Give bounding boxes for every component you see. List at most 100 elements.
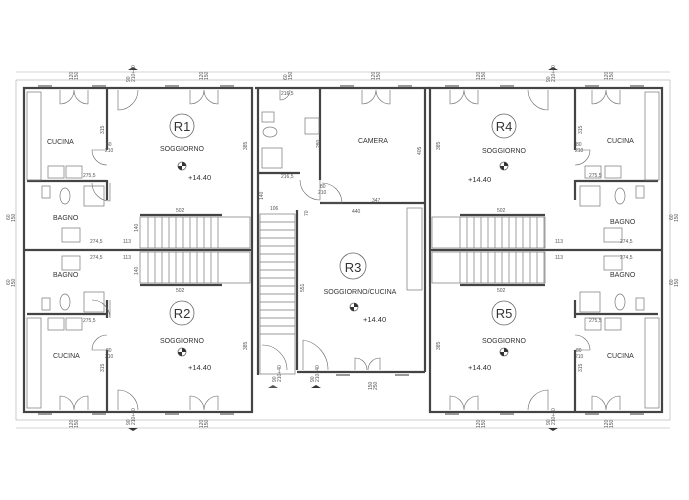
dim-entry-h-r4: 210+40 — [551, 65, 557, 82]
dim-win-h-r1b: 150 — [204, 71, 210, 80]
dim-2745-r4: 274,5 — [620, 239, 633, 245]
unit-label-r2: R2 — [174, 306, 191, 321]
dim-280: 280 — [316, 139, 322, 148]
dim-140-center: 140 — [259, 191, 265, 200]
dim-door-center: 80 — [320, 184, 326, 190]
dim-win-r4a: 120 — [476, 71, 482, 80]
dim-win-h-r3: 250 — [373, 381, 379, 390]
dim-win-r4b: 120 — [604, 71, 610, 80]
dim-win-small-bath: 60 — [283, 74, 289, 80]
dim-win-small-r1: 60 — [6, 214, 12, 220]
level-marker-icon — [177, 161, 187, 171]
room-label-cucina-r4: CUCINA — [607, 138, 634, 145]
unit-label-r4: R4 — [496, 119, 513, 134]
dim-door-h-r5: 210 — [575, 354, 584, 360]
unit-label-r1: R1 — [174, 119, 191, 134]
dim-entry-r2: 90 — [126, 419, 132, 425]
dim-405: 405 — [417, 146, 423, 155]
dim-440: 440 — [352, 209, 361, 215]
level-marker-icon — [349, 302, 359, 312]
dim-502-r4: 502 — [497, 208, 506, 214]
dim-entry-r1: 90 — [126, 76, 132, 82]
dim-win-h-small-r1: 150 — [11, 213, 17, 222]
dim-2165-bottom: 216,5 — [281, 174, 294, 180]
fixtures — [26, 91, 660, 409]
dim-entry-r5: 90 — [546, 419, 552, 425]
dim-2755-r2: 275,5 — [83, 318, 96, 324]
dim-win-h-r4b: 150 — [609, 71, 615, 80]
room-label-bagno-r1: BAGNO — [53, 215, 79, 222]
dim-315-r5: 315 — [578, 363, 584, 372]
dim-385-r2: 385 — [243, 341, 249, 350]
dim-385-r5: 385 — [436, 341, 442, 350]
dim-entry-h-r2: 210+40 — [131, 408, 137, 425]
room-label-bagno-r2: BAGNO — [53, 272, 79, 279]
dim-win-r3: 150 — [368, 381, 374, 390]
dim-2745-r5: 274,5 — [620, 255, 633, 261]
dim-2755-r1: 275,5 — [83, 173, 96, 179]
dim-win-h-camera: 150 — [376, 71, 382, 80]
dim-551: 551 — [300, 283, 306, 292]
dim-502-r5: 502 — [497, 288, 506, 294]
unit-label-r3: R3 — [345, 260, 362, 275]
entry-arrow-icons — [128, 67, 558, 431]
dim-entry-h-r3: 210+40 — [315, 365, 321, 382]
dim-entry-h-stair: 210+40 — [277, 365, 283, 382]
doors — [59, 89, 621, 411]
dim-2755-r5: 275,5 — [589, 318, 602, 324]
dim-entry-r3: 90 — [310, 376, 316, 382]
room-label-soggiorno-r1: SOGGIORNO — [160, 146, 205, 153]
room-label-cucina-r5: CUCINA — [607, 353, 634, 360]
dim-win-h-r2a: 150 — [74, 419, 80, 428]
dim-502-r1: 502 — [176, 208, 185, 214]
dim-2165-top: 216,5 — [281, 91, 294, 97]
dim-2745-r1: 274,5 — [90, 239, 103, 245]
room-label-cucina-r2: CUCINA — [53, 353, 80, 360]
dim-door-h-r2: 210 — [105, 354, 114, 360]
dim-win-h-r5b: 150 — [609, 419, 615, 428]
dim-2755-r4: 275,5 — [589, 173, 602, 179]
dim-win-h-small-bath: 150 — [288, 71, 294, 80]
walls — [22, 86, 664, 414]
room-label-soggiorno-r5: SOGGIORNO — [482, 338, 527, 345]
level-r3: +14.40 — [363, 315, 386, 324]
level-r2: +14.40 — [188, 363, 211, 372]
exterior-lines — [15, 71, 671, 429]
dim-win-r1b: 120 — [199, 71, 205, 80]
dim-door-r1: 80 — [106, 142, 112, 148]
room-label-bagno-r4: BAGNO — [610, 219, 636, 226]
dim-entry-h-r1: 210+40 — [131, 65, 137, 82]
dim-315-r2: 315 — [100, 363, 106, 372]
level-marker-icon — [499, 161, 509, 171]
dim-385-r4: 385 — [436, 141, 442, 150]
dim-door-h-r4: 210 — [575, 148, 584, 154]
dim-win-r2b: 120 — [199, 419, 205, 428]
dim-win-h-r2b: 150 — [204, 419, 210, 428]
room-label-soggiorno-cucina-r3: SOGGIORNO/CUCINA — [324, 289, 397, 296]
dimension-labels: 502 502 502 502 385 385 385 385 315 315 … — [6, 65, 680, 428]
dim-106: 106 — [270, 206, 279, 212]
dim-win-r5b: 120 — [604, 419, 610, 428]
dim-347: 347 — [372, 198, 381, 204]
dim-140-r1: 140 — [134, 223, 140, 232]
level-markers — [177, 161, 509, 357]
level-marker-icon — [177, 347, 187, 357]
room-label-soggiorno-r2: SOGGIORNO — [160, 338, 205, 345]
dim-door-h-center: 210 — [318, 190, 327, 196]
level-r4: +14.40 — [468, 175, 491, 184]
dim-door-r4: 80 — [576, 142, 582, 148]
dim-113-r1: 113 — [123, 239, 131, 245]
stairs — [139, 213, 546, 375]
dim-win-h-r4a: 150 — [481, 71, 487, 80]
dim-113-r4: 113 — [555, 239, 563, 245]
dim-entry-r4: 90 — [546, 76, 552, 82]
dim-win-r1a: 120 — [69, 71, 75, 80]
dim-win-h-r5a: 150 — [481, 419, 487, 428]
windows — [38, 85, 644, 415]
dim-win-h-small-r5: 150 — [674, 278, 680, 287]
dim-502-r2: 502 — [176, 288, 185, 294]
dim-113-r2: 113 — [123, 255, 131, 261]
dim-win-h-r1a: 150 — [74, 71, 80, 80]
unit-label-r5: R5 — [496, 306, 513, 321]
